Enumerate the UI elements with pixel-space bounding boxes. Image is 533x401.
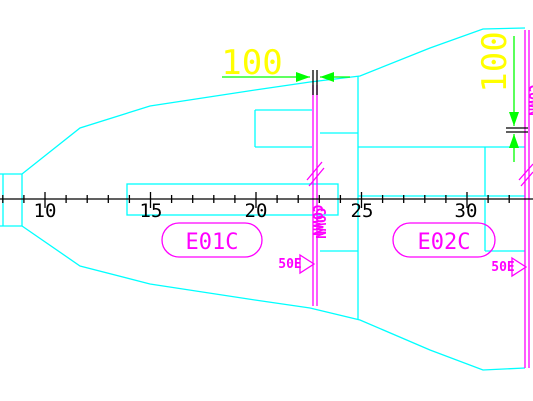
weld-label-right: 50E [491, 260, 514, 275]
weld-symbol-right [511, 256, 528, 278]
frame-label-15: 15 [140, 200, 163, 222]
frame-label-20: 20 [245, 200, 268, 222]
hull-lower-edge [0, 225, 526, 371]
dimension-h-text: 100 [221, 43, 282, 83]
weld-symbol-left [299, 253, 316, 275]
frame-axis [0, 192, 533, 208]
zone-box-right [392, 222, 496, 258]
zone-label-right: E02C [418, 230, 471, 255]
hull-upper-edge [0, 27, 526, 175]
weld-label-left: 50E [278, 257, 301, 272]
dim-v-arrow-bottom [509, 134, 519, 148]
zone-label-left: E01C [186, 230, 239, 255]
dim-v-arrow-top [509, 112, 519, 126]
zone-box-left [161, 222, 263, 258]
tick-group [2, 192, 510, 208]
dimension-v-text: 100 [475, 31, 515, 92]
hull-outline [0, 27, 526, 371]
down-label-left: COWN [309, 204, 324, 235]
down-label-right: COWN [525, 84, 533, 115]
frame-label-10: 10 [34, 200, 57, 222]
frame-label-25: 25 [351, 200, 374, 222]
down-label-left-2: COWN [312, 207, 327, 238]
frame-lines [161, 30, 533, 368]
dimension-vertical [506, 36, 528, 162]
scale-labels: 10 15 20 25 30 [34, 200, 478, 222]
dim-h-arrow-right [320, 72, 334, 82]
dim-h-arrow-left [296, 72, 310, 82]
break-mark-right [518, 163, 533, 187]
frame-label-30: 30 [455, 200, 478, 222]
dimension-horizontal [222, 70, 350, 95]
break-mark-left [306, 161, 325, 187]
